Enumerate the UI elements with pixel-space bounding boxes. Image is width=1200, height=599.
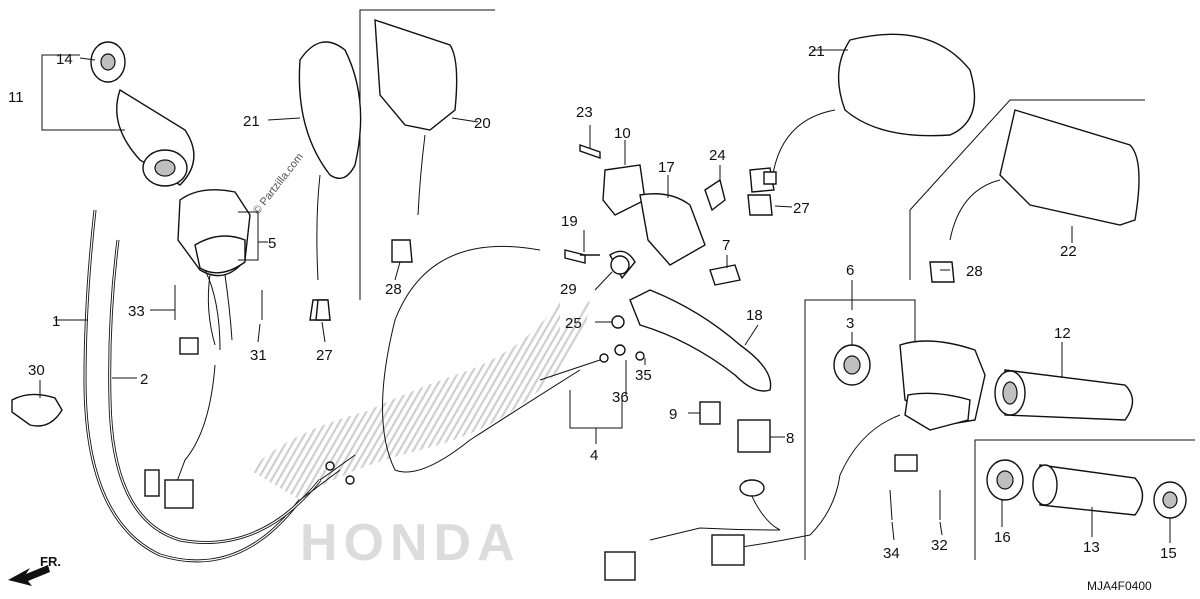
callout-29: 29 [560, 281, 577, 298]
right-grip-12-part [994, 369, 1134, 421]
callout-33: 33 [128, 303, 145, 320]
callout-17: 17 [658, 159, 675, 176]
callout-35: 35 [635, 367, 652, 384]
callout-14: 14 [56, 51, 73, 68]
grip-kit-parts [986, 459, 1187, 519]
callout-22: 22 [1060, 243, 1077, 260]
callout-32: 32 [931, 537, 948, 554]
callout-16: 16 [994, 529, 1011, 546]
callout-27-left: 27 [316, 347, 333, 364]
mirror-21-right-part [747, 33, 976, 216]
callout-11: 11 [8, 89, 24, 106]
front-label: FR. [40, 554, 61, 569]
clutch-cable [382, 245, 609, 473]
throttle-grip-part [90, 41, 195, 187]
brand-wordmark-watermark: HONDA [300, 514, 521, 572]
callout-5: 5 [268, 235, 276, 252]
mirror-20-part [374, 19, 458, 263]
throttle-cables [83, 209, 356, 563]
callout-24: 24 [709, 147, 726, 164]
callout-12: 12 [1054, 325, 1071, 342]
brand-wing-watermark [250, 300, 590, 500]
callout-1: 1 [52, 313, 60, 330]
callout-27-right: 27 [793, 200, 810, 217]
callout-13: 13 [1083, 539, 1100, 556]
front-direction-marker: FR. [8, 554, 61, 586]
callout-23: 23 [576, 104, 593, 121]
callout-labels: 14 11 21 20 21 23 10 17 24 27 19 7 29 5 … [8, 43, 1177, 562]
bolts [174, 254, 941, 521]
callout-19: 19 [561, 213, 578, 230]
callout-21-right: 21 [808, 43, 825, 60]
lever-bracket-parts [564, 144, 775, 286]
left-switch-housing [177, 189, 251, 355]
right-switch-housing [833, 340, 986, 431]
diagram-code: MJA4F0400 [1087, 579, 1152, 593]
section-dividers [359, 9, 1195, 560]
right-wire-harness [604, 401, 918, 581]
callout-3: 3 [846, 315, 854, 332]
cable-clamp-part [11, 393, 63, 427]
callout-10: 10 [614, 125, 631, 142]
callout-20: 20 [474, 115, 491, 132]
callout-4: 4 [590, 447, 598, 464]
callout-15: 15 [1160, 545, 1177, 562]
callout-8: 8 [786, 430, 794, 447]
callout-34: 34 [883, 545, 900, 562]
left-wire-harness [144, 364, 216, 509]
callout-28-right: 28 [966, 263, 983, 280]
callout-7: 7 [722, 237, 730, 254]
callout-36: 36 [612, 389, 629, 406]
callout-31: 31 [250, 347, 267, 364]
mirror-22-part [929, 109, 1140, 283]
left-mirror-part [298, 41, 362, 321]
callout-9: 9 [669, 406, 677, 423]
callout-2: 2 [140, 371, 148, 388]
callout-28-left: 28 [385, 281, 402, 298]
partzilla-watermark: © Partzilla.com [251, 151, 306, 217]
callout-25: 25 [565, 315, 582, 332]
leader-lines [39, 49, 1171, 543]
callout-30: 30 [28, 362, 45, 379]
callout-21-left: 21 [243, 113, 260, 130]
callout-6: 6 [846, 262, 854, 279]
clutch-lever-part [611, 289, 772, 392]
callout-18: 18 [746, 307, 763, 324]
